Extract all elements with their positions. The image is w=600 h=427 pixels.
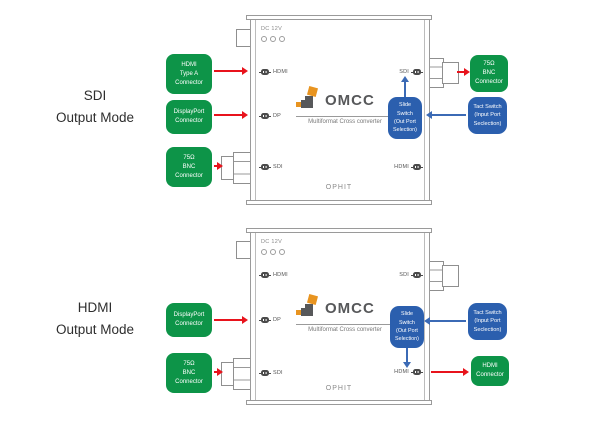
port-label: SDI bbox=[273, 370, 283, 376]
connector-port-icon bbox=[411, 271, 423, 279]
brand-text: OMCC bbox=[325, 92, 375, 109]
mode-label-hdmi-line2: Output Mode bbox=[55, 322, 135, 337]
red-arrow-sdi-in bbox=[214, 162, 223, 170]
port-row-sdi-out: SDI bbox=[386, 67, 423, 77]
connector-box-hdmi-out: HDMI Connector bbox=[471, 356, 509, 386]
connector-port-icon bbox=[259, 112, 271, 120]
port-row-sdi-in: SDI bbox=[259, 162, 283, 172]
connector-port-icon bbox=[259, 316, 271, 324]
port-row-sdi-in: SDI bbox=[259, 368, 283, 378]
connector-box-hdmi-type-a: HDMI Type A Connector bbox=[166, 54, 212, 94]
port-label: DP bbox=[273, 317, 282, 323]
tact-switch-note: Tact Switch (Input Port Seclection) bbox=[468, 97, 507, 134]
red-arrow-dp-in bbox=[214, 111, 248, 119]
omcc-logo: OMCC Multiformat Cross converter bbox=[296, 85, 396, 130]
omcc-logo-mark-icon bbox=[296, 85, 322, 112]
power-indicators bbox=[261, 36, 285, 42]
bnc-connector-shape bbox=[233, 358, 252, 390]
power-dot bbox=[279, 249, 285, 255]
port-label: SDI bbox=[273, 164, 283, 170]
port-row-hdmi-out: HDMI bbox=[386, 162, 423, 172]
bnc-connector-shape bbox=[442, 62, 459, 84]
connector-box-displayport: DisplayPort Connector bbox=[166, 303, 212, 337]
device-left-rail bbox=[255, 20, 256, 203]
red-arrow-sdi-out bbox=[457, 68, 470, 76]
blue-arrow-tact bbox=[424, 317, 466, 325]
device-subtitle: Multiformat Cross converter bbox=[308, 119, 382, 125]
device-right-rail bbox=[424, 20, 425, 203]
power-label: DC 12V bbox=[261, 26, 283, 32]
power-dot bbox=[279, 36, 285, 42]
power-dot bbox=[270, 36, 276, 42]
port-row-hdmi-in: HDMI bbox=[259, 270, 288, 280]
slide-switch-note: Slide Switch (Out Port Selection) bbox=[388, 97, 422, 139]
omcc-logo: OMCC Multiformat Cross converter bbox=[296, 293, 396, 338]
red-arrow-hdmi-out bbox=[431, 368, 469, 376]
port-row-sdi-out: SDI bbox=[386, 270, 423, 280]
connector-port-icon bbox=[411, 68, 423, 76]
blue-arrow-tact bbox=[426, 111, 466, 119]
connector-box-bnc-out: 75Ω BNC Connector bbox=[470, 55, 508, 92]
logo-divider bbox=[296, 324, 394, 325]
ophit-label: OPHIT bbox=[325, 184, 353, 191]
connector-port-icon bbox=[259, 163, 271, 171]
power-dot bbox=[270, 249, 276, 255]
power-label: DC 12V bbox=[261, 239, 283, 245]
slide-switch-note: Slide Switch (Out Port Selection) bbox=[390, 306, 424, 348]
red-arrow-dp-in bbox=[214, 316, 248, 324]
port-row-hdmi-out: HDMI bbox=[386, 367, 423, 377]
bnc-connector-shape bbox=[442, 265, 459, 287]
connector-port-icon bbox=[411, 368, 423, 376]
device-bottom-lid bbox=[246, 200, 432, 205]
power-dot bbox=[261, 249, 267, 255]
port-row-hdmi-in: HDMI bbox=[259, 67, 288, 77]
blue-arrow-down bbox=[403, 348, 411, 368]
connector-box-bnc: 75Ω BNC Connector bbox=[166, 353, 212, 393]
logo-divider bbox=[296, 116, 394, 117]
port-label: HDMI bbox=[394, 164, 409, 170]
mode-label-sdi-line1: SDI bbox=[83, 88, 107, 103]
power-dot bbox=[261, 36, 267, 42]
tact-switch-note: Tact Switch (Input Port Seclection) bbox=[468, 303, 507, 340]
port-label: SDI bbox=[399, 272, 409, 278]
power-indicators bbox=[261, 249, 285, 255]
ophit-label: OPHIT bbox=[325, 385, 353, 392]
port-label: DP bbox=[273, 113, 282, 119]
port-label: HDMI bbox=[394, 369, 409, 375]
omcc-logo-mark-icon bbox=[296, 293, 322, 320]
device-bottom-lid bbox=[246, 400, 432, 405]
port-label: SDI bbox=[399, 69, 409, 75]
red-arrow-sdi-in bbox=[214, 368, 223, 376]
port-label: HDMI bbox=[273, 272, 288, 278]
port-row-dp-in: DP bbox=[259, 315, 281, 325]
red-arrow-hdmi-in bbox=[214, 67, 248, 75]
connector-port-icon bbox=[259, 369, 271, 377]
connector-box-displayport: DisplayPort Connector bbox=[166, 100, 212, 134]
brand-text: OMCC bbox=[325, 300, 375, 317]
mode-label-sdi-line2: Output Mode bbox=[55, 110, 135, 125]
connector-port-icon bbox=[259, 271, 271, 279]
blue-arrow-up bbox=[401, 76, 409, 97]
connector-box-bnc: 75Ω BNC Connector bbox=[166, 147, 212, 187]
mode-label-hdmi-line1: HDMI bbox=[77, 300, 113, 315]
device-left-rail bbox=[255, 233, 256, 403]
connector-port-icon bbox=[259, 68, 271, 76]
bnc-connector-shape bbox=[429, 58, 444, 88]
connector-port-icon bbox=[411, 163, 423, 171]
port-label: HDMI bbox=[273, 69, 288, 75]
device-subtitle: Multiformat Cross converter bbox=[308, 327, 382, 333]
port-row-dp-in: DP bbox=[259, 111, 281, 121]
